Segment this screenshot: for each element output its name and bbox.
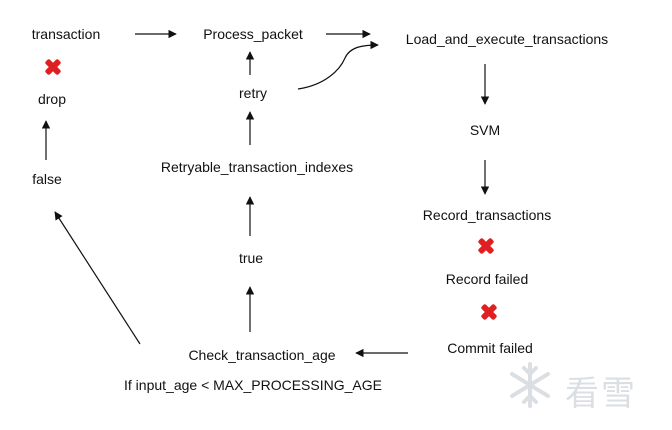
node-load-and-execute: Load_and_execute_transactions bbox=[405, 31, 609, 47]
arrow-retry-to-load bbox=[297, 40, 379, 90]
node-commit-failed: Commit failed bbox=[447, 340, 533, 356]
node-retry: retry bbox=[239, 85, 267, 101]
node-check-transaction-age: Check_transaction_age bbox=[188, 347, 336, 363]
node-process-packet: Process_packet bbox=[203, 26, 303, 42]
watermark: 看雪 bbox=[505, 360, 665, 414]
node-record-transactions: Record_transactions bbox=[422, 207, 552, 223]
x-mark-icon bbox=[475, 235, 497, 257]
node-retryable-indexes: Retryable_transaction_indexes bbox=[160, 159, 354, 175]
arrow-check-to-false bbox=[54, 211, 141, 345]
node-false: false bbox=[32, 171, 62, 187]
snowflake-icon bbox=[510, 362, 550, 408]
node-transaction: transaction bbox=[31, 26, 101, 42]
node-drop: drop bbox=[37, 91, 67, 107]
node-condition: If input_age < MAX_PROCESSING_AGE bbox=[124, 377, 382, 393]
watermark-text: 看雪 bbox=[565, 374, 637, 414]
x-mark-icon bbox=[478, 301, 500, 323]
node-record-failed: Record failed bbox=[445, 271, 529, 287]
node-svm: SVM bbox=[469, 122, 501, 138]
x-mark-icon bbox=[42, 56, 64, 78]
node-true: true bbox=[238, 250, 264, 266]
